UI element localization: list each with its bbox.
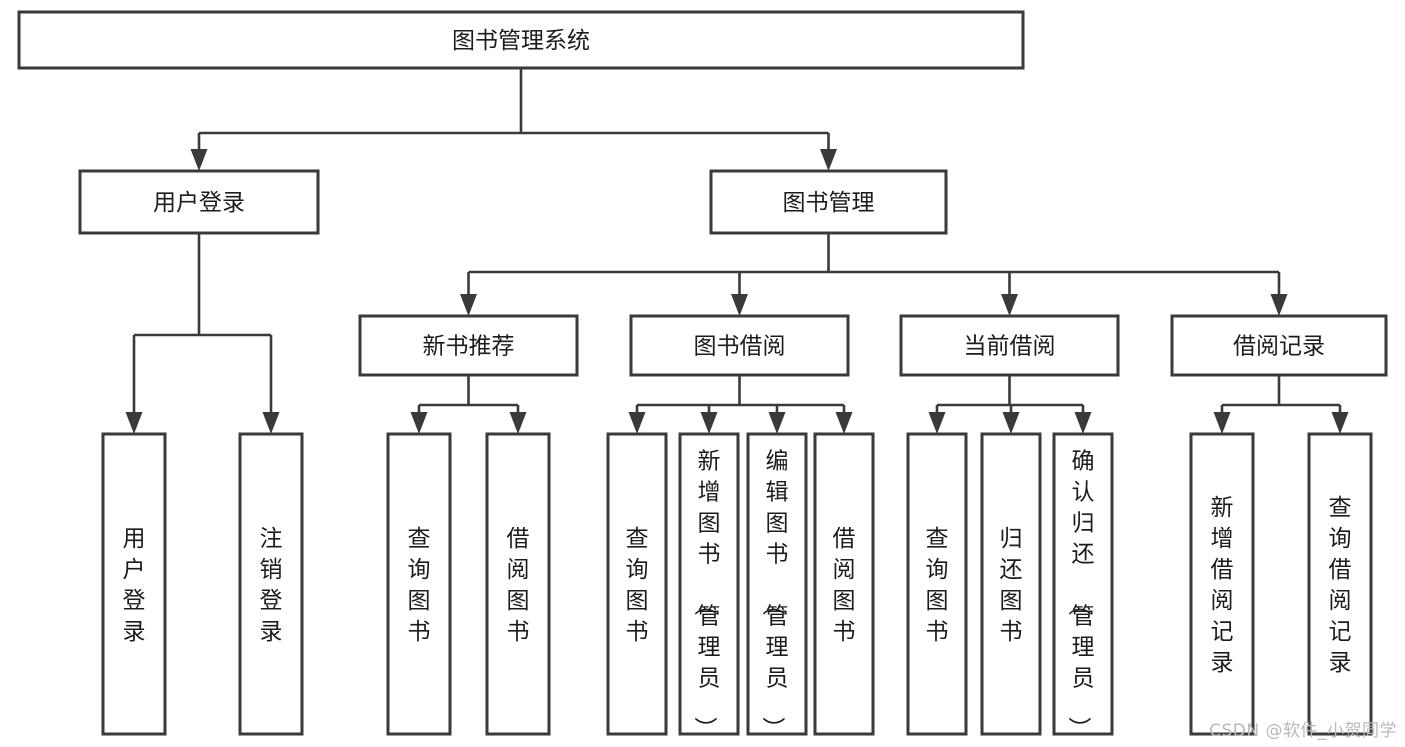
node-box-root [17, 10, 1025, 70]
node-label-leaf-query-book: 查询图书 [626, 526, 649, 645]
node-box-leaf-confirm-return [1052, 432, 1114, 736]
node-box-leaf-return-book [980, 432, 1042, 736]
node-label-leaf-add-borrow-record: 新增借阅记录 [1211, 495, 1234, 676]
node-new-book-recommend[interactable]: 新书推荐 [358, 314, 579, 377]
node-box-borrow-record [1170, 314, 1388, 377]
node-leaf-query-book-recommend[interactable]: 查询图书 [386, 432, 452, 736]
node-label-leaf-query-book-current: 查询图书 [926, 526, 949, 645]
node-user-login[interactable]: 用户登录 [78, 169, 320, 235]
node-leaf-edit-book[interactable]: 编辑图书（管理员） [746, 432, 808, 740]
node-label-current-borrow: 当前借阅 [964, 334, 1056, 360]
node-book-borrow[interactable]: 图书借阅 [629, 314, 850, 377]
node-label-user-login: 用户登录 [153, 190, 245, 216]
node-leaf-borrow-book[interactable]: 借阅图书 [813, 432, 875, 736]
node-box-leaf-user-login [101, 432, 167, 736]
node-box-current-borrow [899, 314, 1120, 377]
node-leaf-confirm-return[interactable]: 确认归还（管理员） [1052, 432, 1114, 740]
node-label-leaf-add-book: 新增图书（管理员） [692, 449, 721, 740]
node-current-borrow[interactable]: 当前借阅 [899, 314, 1120, 377]
node-box-leaf-query-book-recommend [386, 432, 452, 736]
node-leaf-user-login[interactable]: 用户登录 [101, 432, 167, 736]
node-label-book-borrow: 图书借阅 [694, 334, 786, 360]
node-box-leaf-edit-book [746, 432, 808, 736]
node-book-manage[interactable]: 图书管理 [709, 169, 948, 235]
node-box-leaf-borrow-book [813, 432, 875, 736]
node-label-borrow-record: 借阅记录 [1233, 334, 1325, 360]
node-label-leaf-edit-book: 编辑图书（管理员） [760, 449, 789, 740]
node-label-leaf-user-login: 用户登录 [123, 526, 146, 645]
node-box-book-manage [709, 169, 948, 235]
node-box-leaf-query-borrow-record [1307, 432, 1373, 736]
node-leaf-add-book[interactable]: 新增图书（管理员） [678, 432, 740, 740]
node-leaf-add-borrow-record[interactable]: 新增借阅记录 [1189, 432, 1255, 736]
node-box-book-borrow [629, 314, 850, 377]
node-box-leaf-query-book-current [906, 432, 968, 736]
node-leaf-user-logout[interactable]: 注销登录 [238, 432, 304, 736]
node-box-leaf-user-logout [238, 432, 304, 736]
nodes-layer: 图书管理系统用户登录图书管理新书推荐图书借阅当前借阅借阅记录用户登录注销登录查询… [17, 10, 1388, 740]
node-leaf-borrow-book-recommend[interactable]: 借阅图书 [485, 432, 551, 736]
watermark-label: CSDN @软件_小贺同学 [1209, 721, 1397, 741]
node-borrow-record[interactable]: 借阅记录 [1170, 314, 1388, 377]
node-leaf-query-book-current[interactable]: 查询图书 [906, 432, 968, 736]
node-label-leaf-confirm-return: 确认归还（管理员） [1066, 449, 1095, 740]
node-label-leaf-borrow-book: 借阅图书 [833, 526, 856, 645]
node-label-leaf-borrow-book-recommend: 借阅图书 [507, 526, 530, 645]
node-label-leaf-query-borrow-record: 查询借阅记录 [1329, 495, 1352, 676]
node-label-leaf-query-book-recommend: 查询图书 [408, 526, 431, 645]
node-label-leaf-return-book: 归还图书 [1000, 526, 1023, 645]
connectors-layer [125, 68, 1349, 434]
node-label-leaf-user-logout: 注销登录 [260, 526, 283, 645]
node-label-root: 图书管理系统 [452, 28, 590, 54]
node-box-leaf-borrow-book-recommend [485, 432, 551, 736]
node-leaf-query-borrow-record[interactable]: 查询借阅记录 [1307, 432, 1373, 736]
node-label-new-book-recommend: 新书推荐 [423, 334, 515, 360]
node-label-book-manage: 图书管理 [783, 190, 875, 216]
node-box-user-login [78, 169, 320, 235]
node-leaf-return-book[interactable]: 归还图书 [980, 432, 1042, 736]
node-box-leaf-add-book [678, 432, 740, 736]
node-box-new-book-recommend [358, 314, 579, 377]
node-leaf-query-book[interactable]: 查询图书 [606, 432, 668, 736]
node-root[interactable]: 图书管理系统 [17, 10, 1025, 70]
node-box-leaf-query-book [606, 432, 668, 736]
node-box-leaf-add-borrow-record [1189, 432, 1255, 736]
